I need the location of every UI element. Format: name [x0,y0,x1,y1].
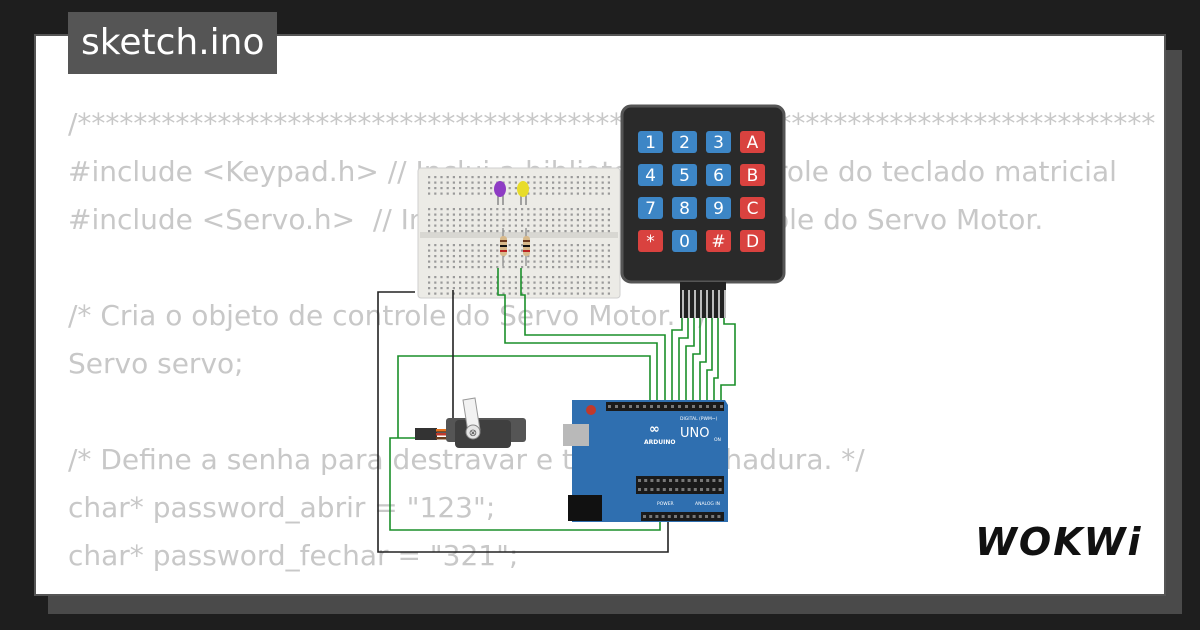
svg-text:3: 3 [713,133,724,153]
svg-text:1: 1 [645,133,656,153]
svg-text:9: 9 [713,199,724,219]
svg-text:*: * [646,232,655,252]
resistor-2 [523,228,530,266]
svg-text:2: 2 [679,133,690,153]
arduino-uno: ∞ UNO ARDUINO DIGITAL (PWM~) ANALOG IN P… [563,400,728,522]
arduino-on-label: ON [714,437,721,443]
svg-text:7: 7 [645,199,656,219]
svg-text:C: C [747,199,759,219]
code-line: /* Cria o objeto de controle do Servo Mo… [68,299,708,332]
keypad-key: 7 [638,197,663,219]
keypad-key: 9 [706,197,731,219]
keypad: 1 2 3 A 4 5 6 B 7 8 9 C * 0 # D [620,104,786,318]
servo-motor: ⊗ [415,397,526,448]
file-title: sketch.ino [68,12,278,74]
keypad-key: D [740,230,765,252]
keypad-key: A [740,131,765,153]
led-purple [494,181,506,205]
code-line: Servo servo; [68,347,244,380]
keypad-key: 5 [672,164,697,186]
keypad-key: 1 [638,131,663,153]
svg-text:⊗: ⊗ [469,428,477,439]
arduino-brand: ARDUINO [644,439,675,446]
wokwi-logo: WOKWi [975,520,1143,564]
keypad-key: 3 [706,131,731,153]
keypad-key: C [740,197,765,219]
keypad-key: 0 [672,230,697,252]
keypad-key: 4 [638,164,663,186]
svg-text:4: 4 [645,166,656,186]
arduino-analog-label: ANALOG IN [695,501,720,507]
svg-text:5: 5 [679,166,690,186]
svg-text:6: 6 [713,166,724,186]
led-yellow [517,181,529,205]
svg-text:B: B [747,166,759,186]
svg-text:∞: ∞ [649,422,660,437]
keypad-key: * [638,230,663,252]
code-line: char* password_fechar = "321"; [68,539,519,572]
preview-card: /***************************************… [34,34,1166,596]
svg-text:8: 8 [679,199,690,219]
code-line: /***************************************… [68,107,1156,140]
keypad-key: 6 [706,164,731,186]
resistor-1 [500,228,507,266]
svg-text:A: A [747,133,759,153]
arduino-digital-label: DIGITAL (PWM~) [680,416,718,422]
keypad-key: 2 [672,131,697,153]
keypad-key: 8 [672,197,697,219]
svg-text:#: # [711,232,725,252]
breadboard [417,167,621,299]
svg-text:0: 0 [679,232,690,252]
arduino-model: UNO [680,426,709,441]
svg-text:D: D [746,232,759,252]
arduino-power-label: POWER [657,501,674,507]
keypad-key: # [706,230,731,252]
keypad-key: B [740,164,765,186]
wires [377,268,736,553]
code-line: char* password_abrir = "123"; [68,491,496,524]
